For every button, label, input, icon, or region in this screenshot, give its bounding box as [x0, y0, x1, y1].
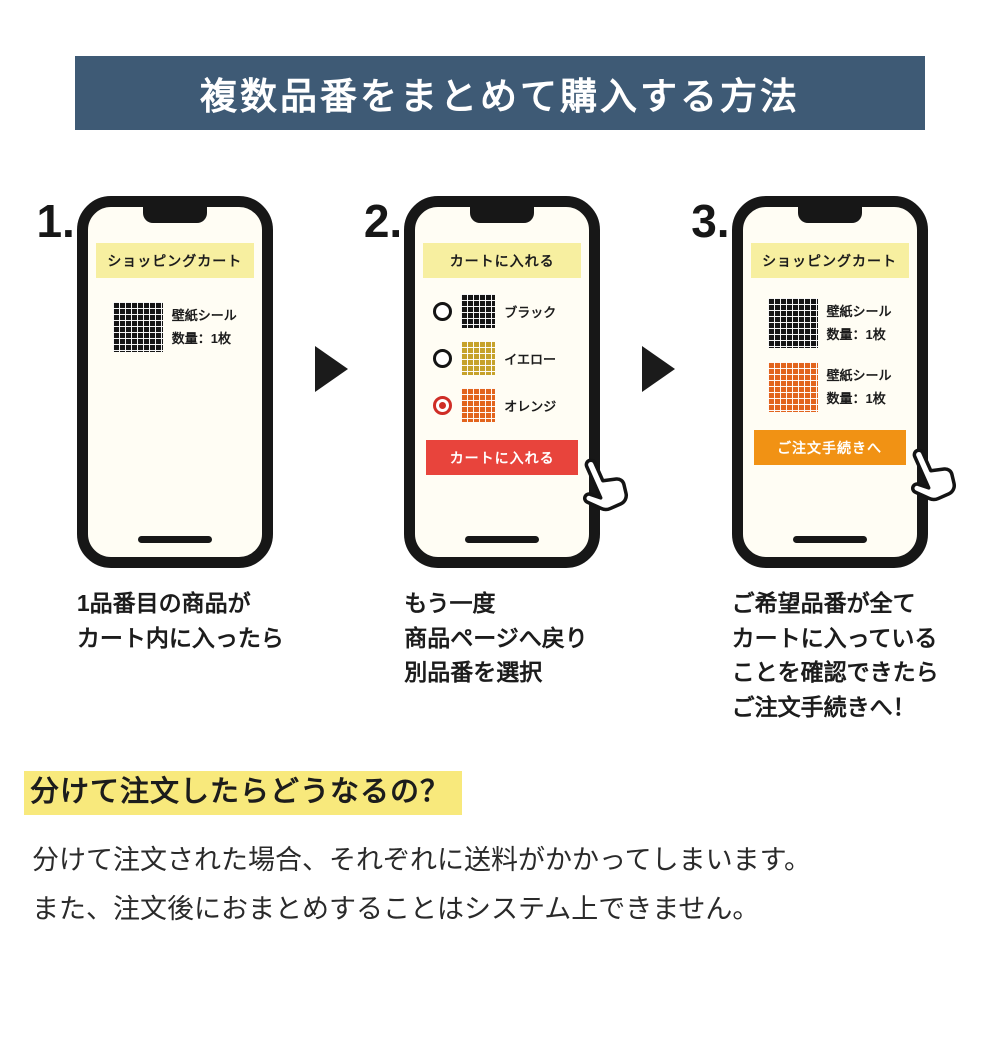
radio-yellow[interactable] [433, 348, 453, 368]
phone-2: カートに入れる ブラック イエロー オレンジ [404, 196, 629, 568]
option-label: ブラック [504, 304, 557, 320]
note-section: 分けて注文したらどうなるの？ 分けて注文された場合、それぞれに送料がかかってしま… [24, 768, 1000, 933]
option-yellow: イエロー [433, 341, 589, 375]
swatch-black-grid [767, 298, 818, 348]
cart-item: 壁紙シール 数量：1枚 [743, 362, 917, 412]
cart-item: 壁紙シール 数量：1枚 [743, 298, 917, 348]
radio-orange-selected[interactable] [433, 395, 453, 415]
swatch-black-grid [461, 294, 496, 328]
add-to-cart-header: カートに入れる [423, 243, 582, 278]
option-label: オレンジ [504, 398, 557, 414]
item-quantity: 数量：1枚 [171, 331, 232, 346]
cart-item: 壁紙シール 数量：1枚 [88, 302, 262, 352]
step-2: 2. カートに入れる ブラック イエロー [364, 196, 636, 690]
radio-black[interactable] [433, 301, 453, 321]
add-to-cart-button[interactable]: カートに入れる [426, 440, 579, 475]
step-1-caption: 1品番目の商品が カート内に入ったら [76, 590, 284, 651]
step-2-caption: もう一度 商品ページへ戻り 別品番を選択 [404, 590, 588, 685]
option-orange: オレンジ [433, 388, 589, 422]
item-name: 壁紙シール [826, 303, 892, 319]
phone-3: ショッピングカート 壁紙シール 数量：1枚 壁紙シール 数量：1枚 [731, 196, 956, 568]
item-quantity: 数量：1枚 [826, 391, 886, 406]
step-3-caption: ご希望品番が全て カートに入っている ことを確認できたら ご注文手続きへ！ [731, 590, 939, 720]
phone-notch [470, 206, 535, 223]
swatch-black-grid [112, 302, 163, 352]
arrow-right-icon [314, 346, 348, 392]
step-1: 1. ショッピングカート 壁紙シール 数量：1枚 1品番目の商品が カート内に入… [36, 196, 308, 655]
hand-cursor-icon [890, 436, 968, 520]
item-name: 壁紙シール [171, 307, 237, 323]
arrow-right-icon [642, 346, 676, 392]
note-heading-text: 分けて注文したらどうなるの？ [24, 771, 463, 815]
step-3: 3. ショッピングカート 壁紙シール 数量：1枚 壁紙シール 数量：1枚 [691, 196, 963, 724]
item-name: 壁紙シール [826, 367, 892, 383]
cart-header: ショッピングカート [95, 243, 254, 278]
phone-home-indicator [137, 536, 212, 543]
cart-header: ショッピングカート [750, 243, 909, 278]
item-quantity: 数量：1枚 [826, 327, 886, 342]
note-heading: 分けて注文したらどうなるの？ [24, 768, 463, 815]
note-body-line-1: 分けて注文された場合、それぞれに送料がかかってしまいます。 [32, 845, 811, 875]
step-2-number: 2. [363, 195, 403, 247]
step-3-number: 3. [691, 195, 730, 247]
swatch-orange-grid [461, 388, 496, 422]
option-black: ブラック [433, 294, 589, 328]
phone-home-indicator [465, 536, 540, 543]
swatch-orange-grid [767, 362, 818, 412]
note-body-line-2: また、注文後におまとめすることはシステム上できません。 [32, 893, 760, 924]
phone-home-indicator [792, 536, 867, 543]
hand-cursor-icon [563, 446, 641, 530]
steps-row: 1. ショッピングカート 壁紙シール 数量：1枚 1品番目の商品が カート内に入… [0, 196, 1000, 724]
color-options: ブラック イエロー オレンジ [433, 294, 589, 422]
phone-1: ショッピングカート 壁紙シール 数量：1枚 [76, 196, 273, 568]
option-label: イエロー [504, 351, 557, 367]
page-title: 複数品番をまとめて購入する方法 [200, 76, 800, 117]
proceed-to-order-button[interactable]: ご注文手続きへ [753, 430, 906, 465]
phone-notch [142, 206, 207, 223]
swatch-yellow-grid [461, 341, 496, 375]
page-title-banner: 複数品番をまとめて購入する方法 [75, 56, 925, 130]
step-1-number: 1. [36, 195, 75, 247]
phone-notch [797, 206, 862, 223]
